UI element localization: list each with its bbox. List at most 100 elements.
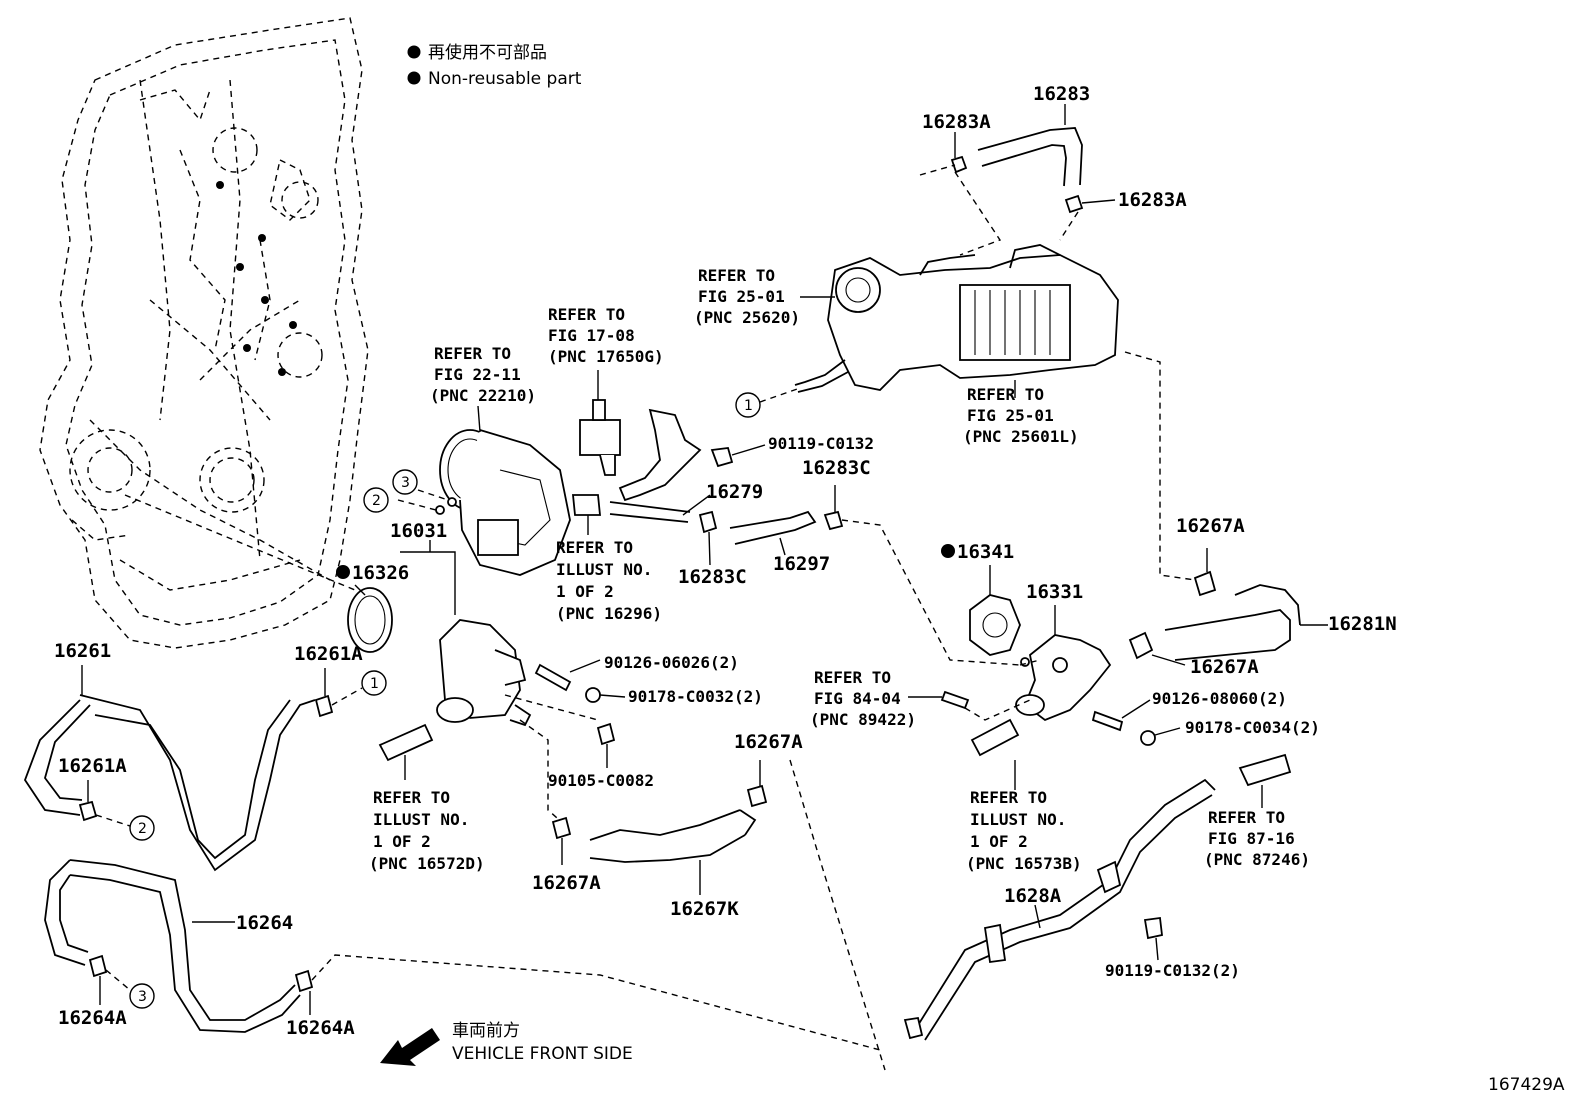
part-label: 16283C bbox=[678, 566, 747, 588]
non-reusable-bullet-icon bbox=[407, 71, 421, 85]
part-label: 16283A bbox=[922, 111, 991, 133]
ref-line: REFER TO bbox=[373, 788, 450, 807]
direction-jp: 車両前方 bbox=[452, 1021, 520, 1041]
part-label: 16264 bbox=[236, 912, 293, 934]
ref-line: (PNC 25601L) bbox=[963, 427, 1079, 446]
ref-line: REFER TO bbox=[698, 266, 775, 285]
part-label: 16326 bbox=[352, 562, 409, 584]
ref-line: 1 OF 2 bbox=[970, 832, 1028, 851]
callout-circle-label: 1 bbox=[744, 398, 753, 414]
bolt-label: 90126-08060(2) bbox=[1152, 689, 1287, 708]
vehicle-front-arrow-icon bbox=[380, 1028, 440, 1066]
ref-line: FIG 84-04 bbox=[814, 689, 901, 708]
vsv-valve bbox=[579, 370, 621, 476]
part-label: 16261 bbox=[54, 640, 111, 662]
ref-line: FIG 25-01 bbox=[698, 287, 785, 306]
bolt-label: 90119-C0132 bbox=[768, 434, 874, 453]
part-label: 16261A bbox=[58, 755, 127, 777]
part-label: 16031 bbox=[390, 520, 447, 542]
clip-icon bbox=[1128, 631, 1154, 660]
bolt-icon bbox=[710, 444, 766, 468]
hose-16267K bbox=[589, 809, 757, 895]
ref-22210: REFER TO FIG 22-11 (PNC 22210) bbox=[430, 344, 536, 433]
water-outlet-16331 bbox=[1015, 634, 1112, 722]
part-label: 16267K bbox=[670, 898, 739, 920]
part-label: 1628A bbox=[1004, 885, 1062, 907]
hose-16261 bbox=[23, 694, 316, 872]
callout-circle bbox=[735, 392, 761, 418]
ref-line: (PNC 87246) bbox=[1204, 850, 1310, 869]
bolt-label: 90178-C0032(2) bbox=[628, 687, 763, 706]
part-label: 16279 bbox=[706, 481, 763, 503]
ref-line: (PNC 89422) bbox=[810, 710, 916, 729]
callout-circle bbox=[129, 983, 155, 1009]
timing-chain-cover-outline bbox=[39, 17, 369, 649]
pipe-16279 bbox=[609, 408, 711, 523]
part-label: 16261A bbox=[294, 643, 363, 665]
part-label: 16267A bbox=[1190, 656, 1259, 678]
ref-16572D: REFER TO ILLUST NO. 1 OF 2 (PNC 16572D) bbox=[369, 788, 485, 873]
ref-line: REFER TO bbox=[556, 538, 633, 557]
ref-line: REFER TO bbox=[814, 668, 891, 687]
non-reusable-bullet-icon bbox=[941, 544, 955, 558]
direction-en: VEHICLE FRONT SIDE bbox=[452, 1044, 633, 1064]
pipe-1628A bbox=[903, 778, 1216, 1041]
hose-stub bbox=[970, 718, 1020, 757]
non-reusable-bullet-icon bbox=[336, 565, 350, 579]
part-label: 16281N bbox=[1328, 613, 1397, 635]
callout-circle bbox=[392, 469, 418, 495]
ref-line: 1 OF 2 bbox=[556, 582, 614, 601]
bolt-label: 90178-C0034(2) bbox=[1185, 718, 1320, 737]
egr-cooler-assembly bbox=[794, 244, 1119, 393]
legend-jp: 再使用不可部品 bbox=[428, 42, 547, 63]
clip-icon bbox=[823, 510, 844, 531]
part-label: 16267A bbox=[1176, 515, 1245, 537]
non-reusable-bullet-icon bbox=[407, 45, 421, 59]
clip-icon bbox=[1193, 570, 1217, 597]
part-label: 16264A bbox=[58, 1007, 127, 1029]
ref-line: FIG 87-16 bbox=[1208, 829, 1295, 848]
part-label: 16264A bbox=[286, 1017, 355, 1039]
bolt-label: 90126-06026(2) bbox=[604, 653, 739, 672]
hose-16297 bbox=[729, 510, 817, 545]
callout-circle bbox=[363, 487, 389, 513]
part-label: 16267A bbox=[734, 731, 803, 753]
callout-circle bbox=[129, 815, 155, 841]
ref-line: ILLUST NO. bbox=[970, 810, 1066, 829]
ref-line: REFER TO bbox=[548, 305, 625, 324]
callout-circle-label: 2 bbox=[138, 821, 147, 837]
clip-icon bbox=[698, 510, 718, 534]
nut-icon bbox=[585, 687, 601, 703]
part-label: 16283A bbox=[1118, 189, 1187, 211]
clip-icon bbox=[551, 816, 572, 840]
ref-25620: REFER TO FIG 25-01 (PNC 25620) bbox=[694, 266, 835, 327]
part-labels: 16283 16283A 16283A 16279 16283C 16283C … bbox=[54, 83, 1397, 1039]
bolt-icon bbox=[1143, 916, 1163, 940]
ref-line: (PNC 16296) bbox=[556, 604, 662, 623]
gasket-16341 bbox=[969, 594, 1021, 656]
throttle-body bbox=[439, 429, 571, 576]
clip-icon bbox=[314, 694, 334, 718]
legend: 再使用不可部品 Non-reusable part bbox=[407, 42, 582, 89]
ref-line: (PNC 25620) bbox=[694, 308, 800, 327]
ref-line: ILLUST NO. bbox=[556, 560, 652, 579]
ref-line: FIG 17-08 bbox=[548, 326, 635, 345]
hose-stub bbox=[378, 723, 434, 762]
ref-line: (PNC 16572D) bbox=[369, 854, 485, 873]
ref-16296: REFER TO ILLUST NO. 1 OF 2 (PNC 16296) bbox=[556, 538, 662, 623]
bolt-label: 90105-C0082 bbox=[548, 771, 654, 790]
ref-line: FIG 22-11 bbox=[434, 365, 521, 384]
sensor-icon bbox=[940, 690, 970, 710]
bolt-icon bbox=[596, 722, 616, 746]
part-label: 16283 bbox=[1033, 83, 1090, 105]
ref-line: FIG 25-01 bbox=[967, 406, 1054, 425]
ref-line: ILLUST NO. bbox=[373, 810, 469, 829]
callout-circle-label: 1 bbox=[370, 676, 379, 692]
ref-line: REFER TO bbox=[434, 344, 511, 363]
callout-circle bbox=[361, 670, 387, 696]
hose-stub bbox=[1238, 753, 1292, 787]
ref-87246: REFER TO FIG 87-16 (PNC 87246) bbox=[1204, 808, 1310, 869]
clip-icon bbox=[78, 800, 98, 822]
